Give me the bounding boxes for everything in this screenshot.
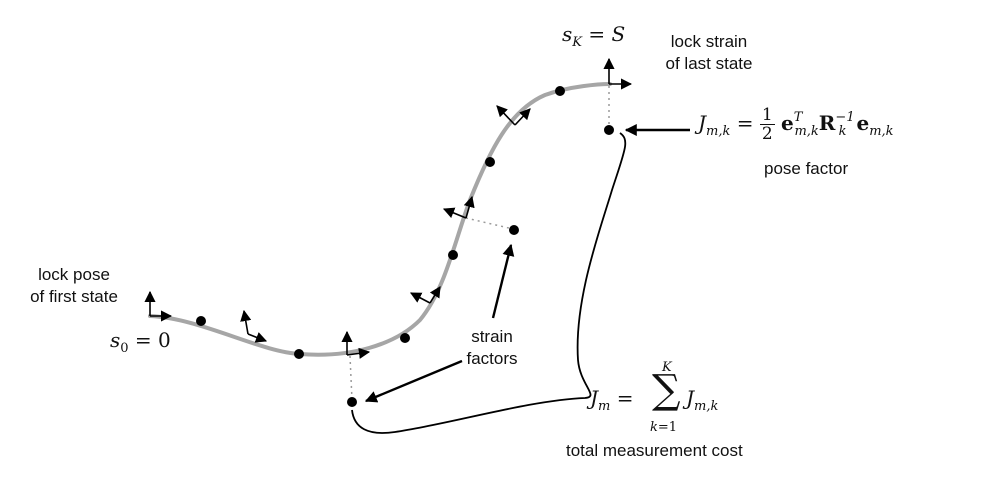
measurement-dot — [509, 225, 519, 235]
strain-arrow-lower — [364, 359, 463, 403]
node-dot — [400, 333, 410, 343]
state-nodes — [196, 86, 614, 407]
frame-axes-icon — [144, 57, 633, 359]
node-dot — [485, 157, 495, 167]
measurement-dot — [604, 125, 614, 135]
s0-label: s0 = 0 — [110, 328, 171, 356]
lock-pose-label: lock pose of first state — [30, 265, 118, 306]
node-dot — [294, 349, 304, 359]
strain-arrow-upper — [491, 243, 515, 319]
dotted-connectors — [349, 86, 610, 401]
node-dot — [448, 250, 458, 260]
total-cost-brace — [351, 132, 627, 434]
node-dot — [555, 86, 565, 96]
sK-label: sK = S — [562, 22, 626, 50]
callout-arrows — [364, 124, 690, 403]
lock-strain-label: lock strain of last state — [665, 32, 753, 73]
backbone-curve — [148, 82, 612, 357]
measurement-dot — [347, 397, 357, 407]
pose-factor-label: pose factor — [764, 159, 849, 178]
node-dot — [196, 316, 206, 326]
total-cost-label: total measurement cost — [566, 441, 743, 460]
strain-factors-label: strain factors — [466, 327, 518, 368]
